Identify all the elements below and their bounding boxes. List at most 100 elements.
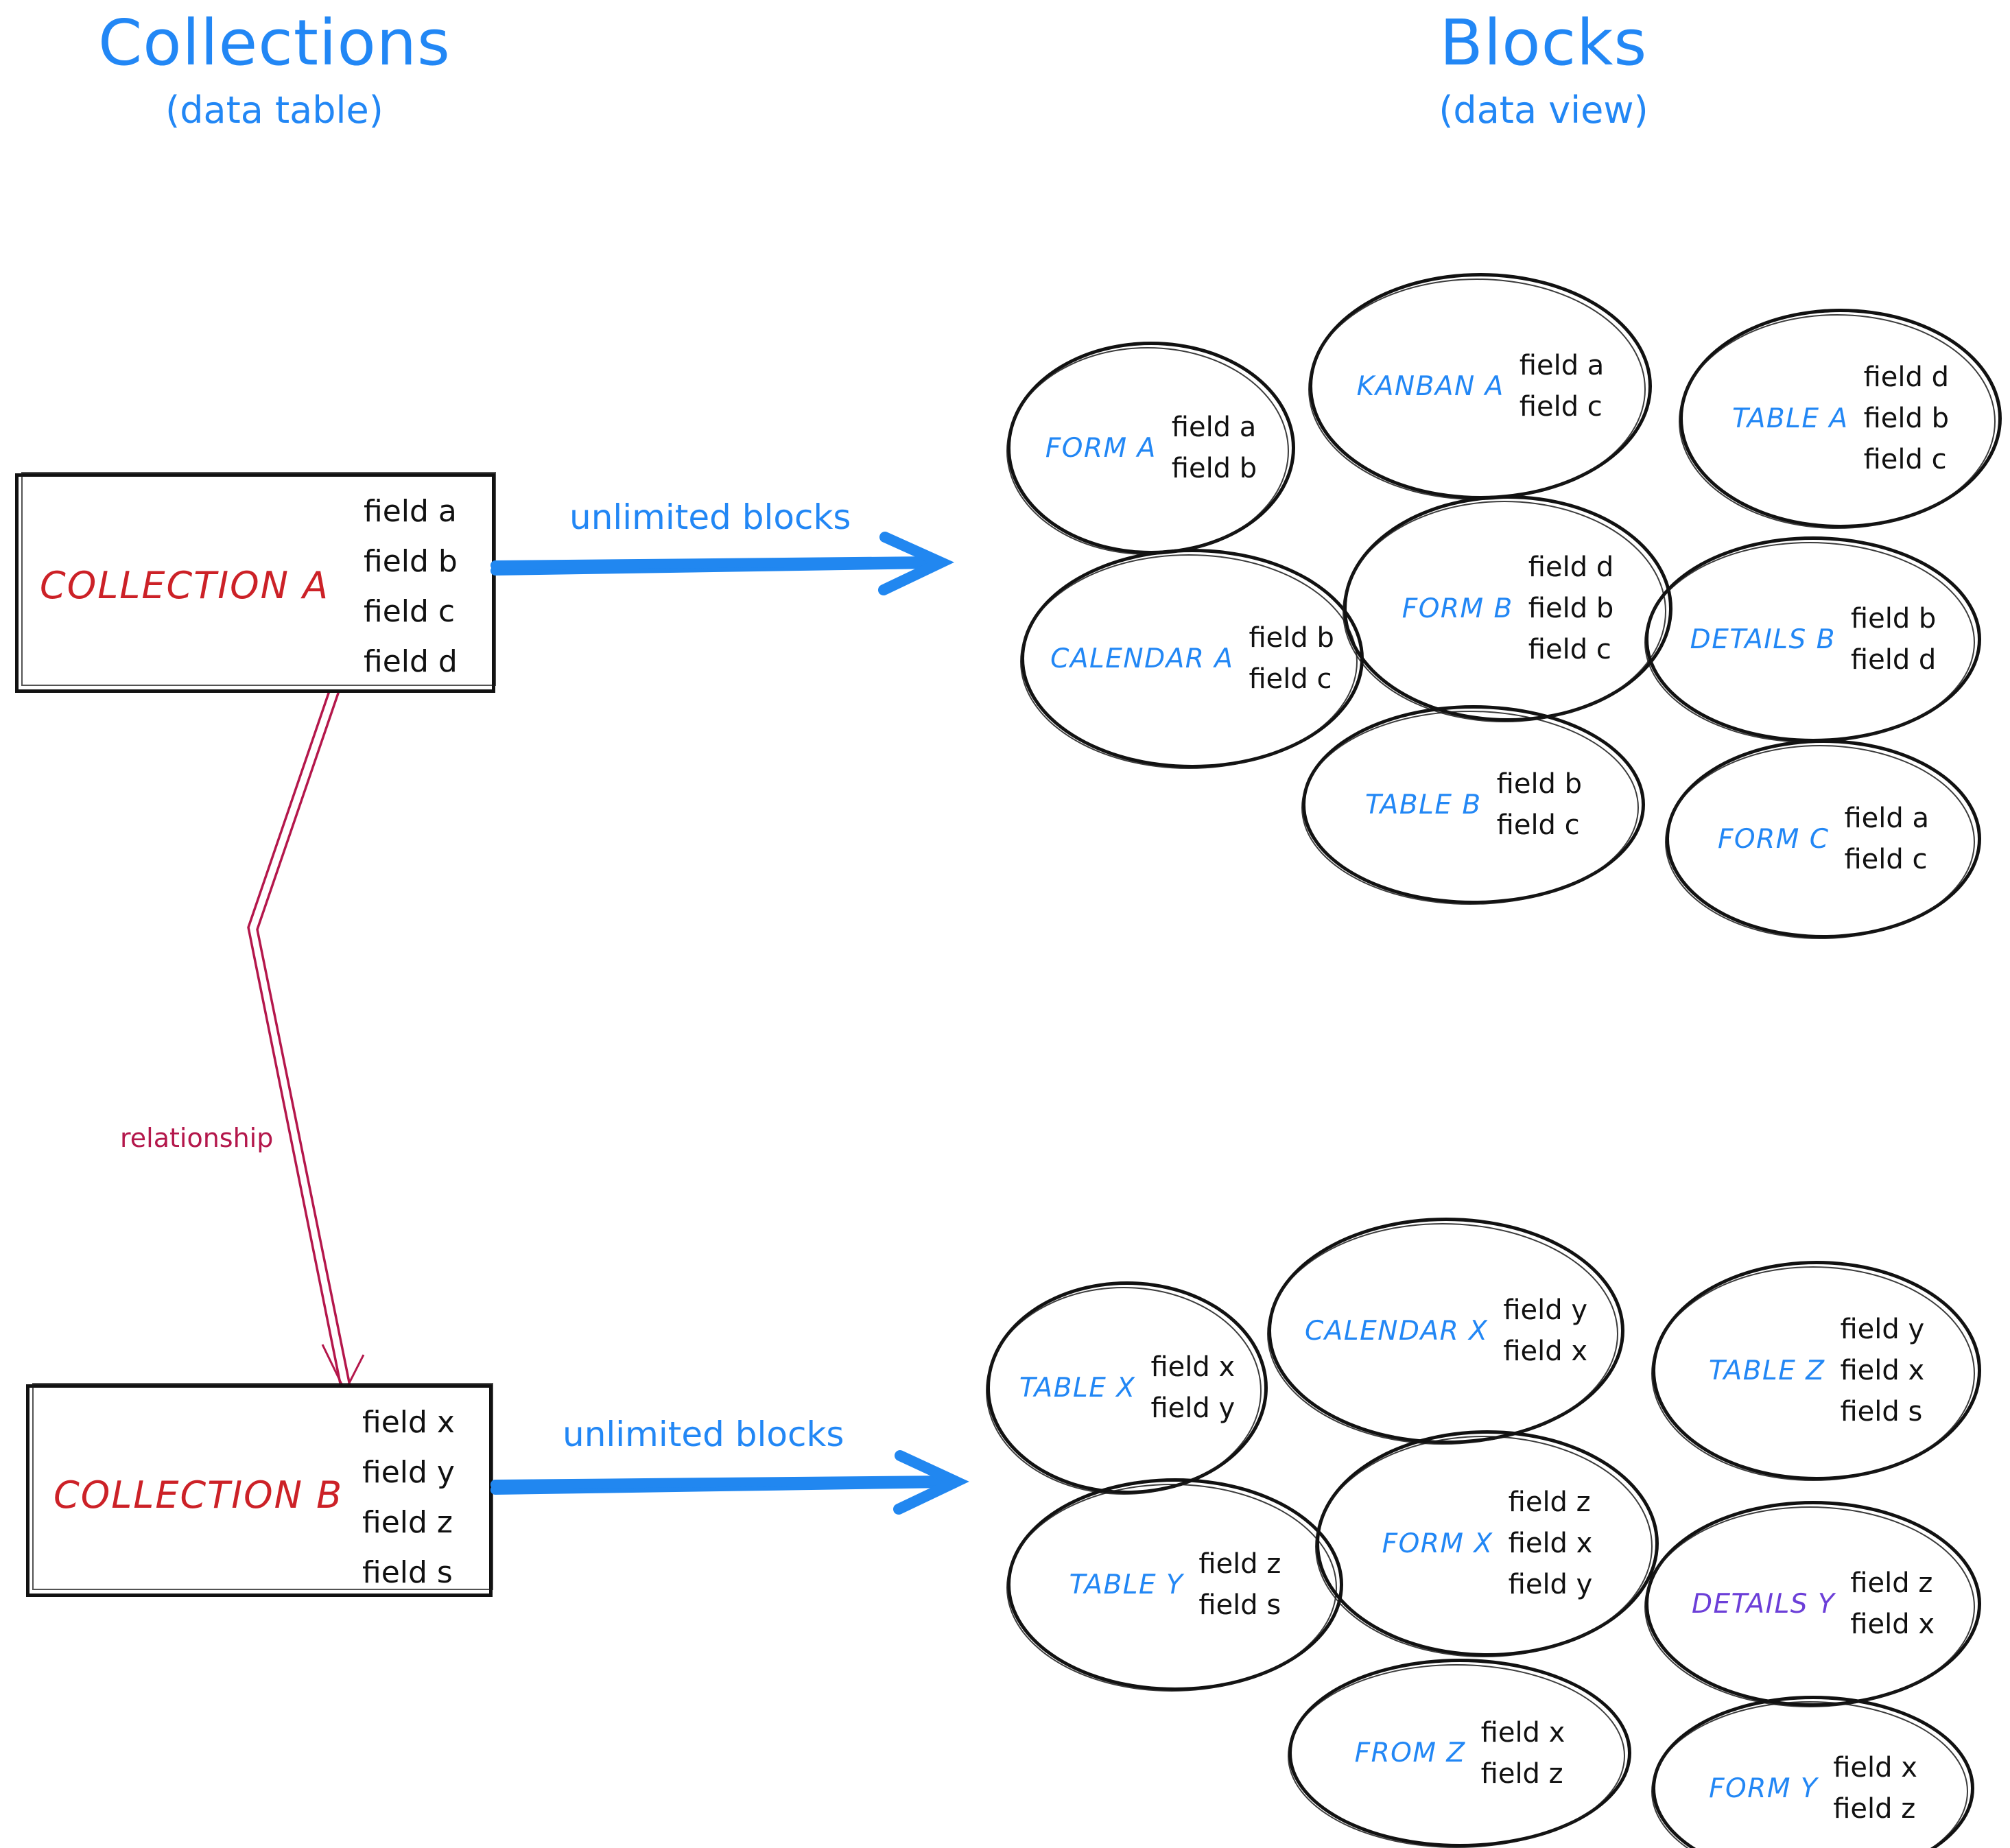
- block-field: field d: [1850, 644, 1937, 676]
- block-form-b[interactable]: FORM B field d field b field c: [1343, 495, 1672, 722]
- block-table-a-fields: field d field b field c: [1864, 362, 1949, 475]
- heading-collections: Collections (data table): [69, 7, 480, 132]
- block-calendar-x-fields: field y field x: [1503, 1294, 1587, 1367]
- block-form-x-label: FORM X: [1382, 1528, 1493, 1559]
- block-field: field b: [1496, 768, 1583, 800]
- block-table-z-label: TABLE Z: [1708, 1355, 1825, 1386]
- block-field: field b: [1863, 403, 1950, 434]
- collection-b-field: field s: [362, 1555, 453, 1590]
- block-details-y[interactable]: DETAILS Y field z field x: [1644, 1501, 1981, 1707]
- collection-a-field: field a: [364, 494, 457, 529]
- block-field: field x: [1508, 1528, 1593, 1559]
- collection-a-box[interactable]: [15, 472, 496, 693]
- block-table-b-fields: field b field c: [1497, 768, 1582, 841]
- block-table-z-fields: field y field x field s: [1840, 1314, 1924, 1428]
- block-details-y-label: DETAILS Y: [1691, 1588, 1836, 1620]
- block-field: field b: [1171, 453, 1257, 484]
- collection-b-box[interactable]: [26, 1383, 493, 1597]
- block-field: field a: [1844, 803, 1930, 834]
- collection-a-field: field b: [364, 544, 458, 579]
- block-calendar-a-fields: field b field c: [1249, 622, 1334, 695]
- block-field: field b: [1850, 603, 1937, 635]
- block-field: field c: [1863, 444, 1947, 475]
- block-details-y-fields: field z field x: [1850, 1567, 1935, 1640]
- block-table-x[interactable]: TABLE X field x field y: [986, 1281, 1268, 1495]
- block-field: field c: [1496, 809, 1580, 841]
- arrow-label-unlimited-blocks-a: unlimited blocks: [569, 497, 851, 537]
- block-from-z-fields: field x field z: [1481, 1717, 1565, 1790]
- collection-a-name: COLLECTION A: [40, 564, 330, 607]
- block-kanban-a[interactable]: KANBAN A field a field c: [1308, 273, 1652, 500]
- block-field: field c: [1249, 663, 1332, 695]
- block-calendar-x-label: CALENDAR X: [1304, 1315, 1489, 1347]
- heading-collections-title: Collections: [98, 6, 451, 80]
- collection-b-field: field z: [362, 1505, 453, 1540]
- block-field: field z: [1198, 1548, 1281, 1580]
- block-field: field x: [1850, 1609, 1935, 1640]
- block-form-b-label: FORM B: [1402, 593, 1513, 624]
- block-form-x[interactable]: FORM X field z field x field y: [1315, 1430, 1659, 1657]
- block-field: field x: [1150, 1351, 1235, 1383]
- block-field: field y: [1840, 1314, 1925, 1345]
- block-form-c[interactable]: FORM C field a field c: [1665, 739, 1981, 939]
- block-form-x-fields: field z field x field y: [1509, 1486, 1593, 1600]
- block-kanban-a-fields: field a field c: [1520, 350, 1605, 423]
- block-field: field a: [1519, 350, 1605, 381]
- block-table-b-label: TABLE B: [1364, 789, 1482, 820]
- collection-a-field: field c: [364, 594, 456, 629]
- block-form-b-fields: field d field b field c: [1528, 552, 1613, 665]
- block-field: field x: [1503, 1336, 1588, 1367]
- block-details-b[interactable]: DETAILS B field b field d: [1644, 536, 1981, 743]
- block-calendar-a[interactable]: CALENDAR A field b field c: [1020, 549, 1364, 769]
- block-field: field x: [1840, 1355, 1925, 1386]
- collection-b-fields: field x field y field z field s: [362, 1405, 455, 1590]
- block-table-b[interactable]: TABLE B field b field c: [1301, 705, 1645, 905]
- block-form-y-label: FORM Y: [1709, 1773, 1819, 1804]
- block-table-z[interactable]: TABLE Z field y field x field s: [1651, 1261, 1981, 1481]
- block-field: field b: [1528, 593, 1614, 624]
- collection-b-field: field y: [362, 1455, 455, 1490]
- block-field: field a: [1171, 412, 1257, 443]
- block-field: field y: [1503, 1294, 1588, 1326]
- block-field: field d: [1528, 552, 1614, 583]
- block-calendar-x[interactable]: CALENDAR X field y field x: [1267, 1218, 1624, 1445]
- block-field: field z: [1850, 1567, 1933, 1599]
- collection-a-fields: field a field b field c field d: [364, 494, 458, 679]
- block-field: field x: [1480, 1716, 1565, 1749]
- block-form-y[interactable]: FORM Y field x field z: [1651, 1696, 1974, 1848]
- block-field: field b: [1249, 622, 1334, 654]
- block-table-x-fields: field x field y: [1150, 1351, 1235, 1424]
- block-field: field d: [1863, 362, 1950, 393]
- block-field: field c: [1844, 844, 1928, 875]
- block-table-y[interactable]: TABLE Y field z field s: [1006, 1478, 1343, 1692]
- collection-b-field: field x: [362, 1405, 455, 1440]
- block-table-x-label: TABLE X: [1019, 1372, 1136, 1403]
- block-field: field c: [1519, 391, 1603, 423]
- block-from-z[interactable]: FROM Z field x field z: [1288, 1659, 1631, 1848]
- heading-blocks-subtitle: (data view): [1439, 88, 1648, 132]
- block-table-a[interactable]: TABLE A field d field b field c: [1679, 309, 2002, 529]
- block-table-y-fields: field z field s: [1198, 1548, 1281, 1621]
- block-field: field y: [1508, 1569, 1593, 1600]
- heading-blocks-title: Blocks: [1439, 6, 1648, 80]
- block-details-b-fields: field b field d: [1851, 603, 1936, 676]
- block-field: field z: [1508, 1486, 1591, 1518]
- block-form-a-fields: field a field b: [1172, 412, 1257, 484]
- block-calendar-a-label: CALENDAR A: [1050, 643, 1234, 674]
- heading-blocks: Blocks (data view): [1324, 7, 1763, 132]
- block-kanban-a-label: KANBAN A: [1356, 370, 1504, 402]
- block-from-z-label: FROM Z: [1354, 1738, 1466, 1768]
- heading-collections-subtitle: (data table): [165, 88, 383, 132]
- block-table-a-label: TABLE A: [1731, 403, 1849, 434]
- block-form-y-fields: field x field z: [1833, 1752, 1917, 1825]
- block-field: field s: [1198, 1589, 1281, 1621]
- relationship-label: relationship: [120, 1123, 274, 1153]
- block-field: field y: [1150, 1393, 1235, 1424]
- block-form-a[interactable]: FORM A field a field b: [1006, 342, 1295, 555]
- block-table-y-label: TABLE Y: [1069, 1569, 1184, 1600]
- block-field: field s: [1840, 1396, 1923, 1428]
- block-field: field x: [1833, 1752, 1917, 1784]
- collection-a-field: field d: [364, 644, 458, 679]
- block-field: field z: [1480, 1757, 1563, 1790]
